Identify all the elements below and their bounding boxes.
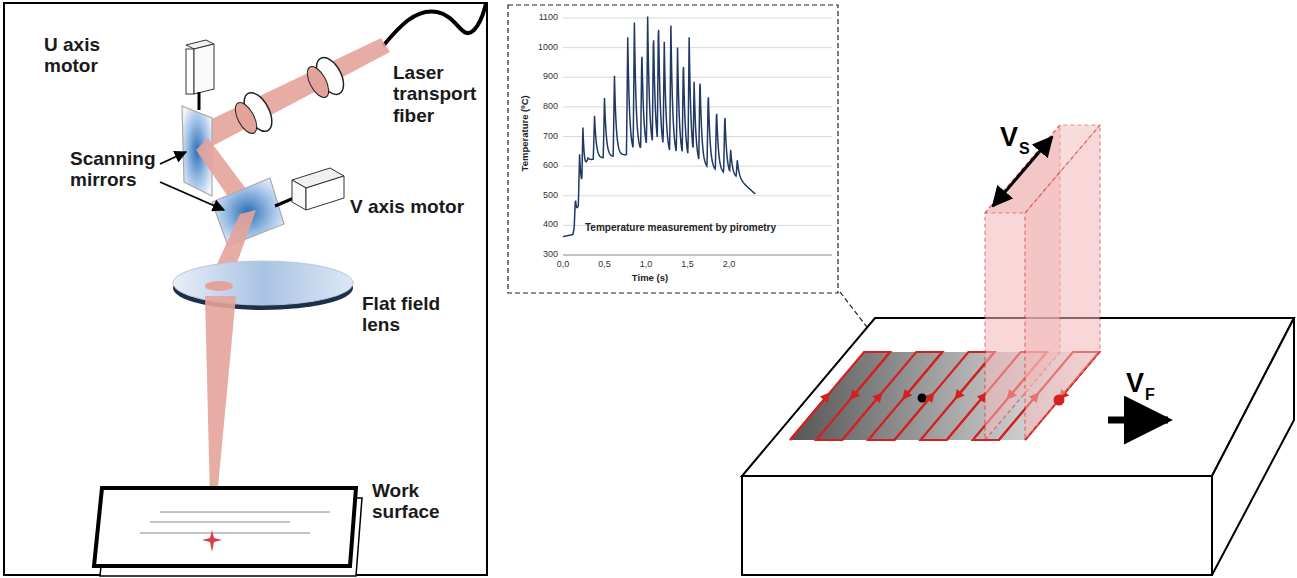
leader-arrow: [160, 182, 224, 210]
scan-direction-arrow: [905, 352, 942, 396]
speed-subscript: F: [1145, 386, 1161, 404]
y-tick-label: 900: [525, 71, 558, 81]
grid-line: [563, 18, 832, 19]
feed-speed-arrow: [1108, 417, 1168, 424]
speed-subscript: S: [1019, 140, 1035, 158]
x-tick-label: 1,0: [631, 259, 661, 269]
laser-sheet: [985, 125, 1100, 440]
laser-fiber: [383, 4, 486, 46]
component-label: Scanning mirrors: [70, 148, 162, 191]
y-tick-label: 500: [525, 190, 558, 200]
scan-direction-arrow: [842, 396, 879, 440]
scan-direction-arrow: [894, 396, 931, 440]
y-tick-label: 600: [525, 160, 558, 170]
y-tick-label: 800: [525, 101, 558, 111]
grid-line: [563, 106, 832, 107]
grid-line: [563, 255, 832, 256]
y-tick-label: 700: [525, 131, 558, 141]
u-axis-motor: [186, 40, 214, 110]
laser-beam: [193, 38, 390, 150]
collimator-lens: [303, 63, 333, 101]
x-tick-label: 0,0: [548, 259, 578, 269]
component-label: U axis motor: [44, 34, 136, 77]
x-tick-label: 2,0: [714, 259, 744, 269]
grid-line: [563, 166, 832, 167]
y-axis-title: Temperature (ºC): [520, 78, 531, 188]
flat-field-lens: [173, 261, 353, 310]
chart-note: Temperature measurement by pirometry: [585, 222, 805, 233]
scan-direction-arrow: [790, 396, 827, 440]
component-label: Laser transport fiber: [393, 62, 485, 126]
grid-line: [563, 47, 832, 48]
measurement-point: [918, 394, 927, 403]
y-tick-label: 1100: [525, 12, 558, 22]
panel-frame: [4, 3, 487, 575]
temperature-curve: [563, 17, 755, 237]
y-tick-label: 1000: [525, 42, 558, 52]
grid-line: [563, 77, 832, 78]
component-label: V axis motor: [350, 196, 480, 217]
v-axis-motor: [275, 168, 344, 210]
y-tick-label: 300: [525, 249, 558, 259]
collimator-lens: [231, 99, 261, 137]
chart-inset-frame: [508, 5, 838, 293]
y-tick-label: 400: [525, 219, 558, 229]
component-label: Work surface: [372, 480, 468, 523]
grid-line: [563, 195, 832, 196]
component-label: Flat field lens: [362, 293, 482, 336]
x-tick-label: 1,5: [673, 259, 703, 269]
leader-arrow: [160, 152, 186, 164]
x-tick-label: 0,5: [590, 259, 620, 269]
scan-direction-arrow: [947, 396, 984, 440]
work-surface: [94, 488, 362, 576]
laser-spot: [1054, 395, 1065, 406]
x-axis-title: Time (s): [610, 273, 690, 284]
scan-direction-arrow: [853, 352, 890, 396]
